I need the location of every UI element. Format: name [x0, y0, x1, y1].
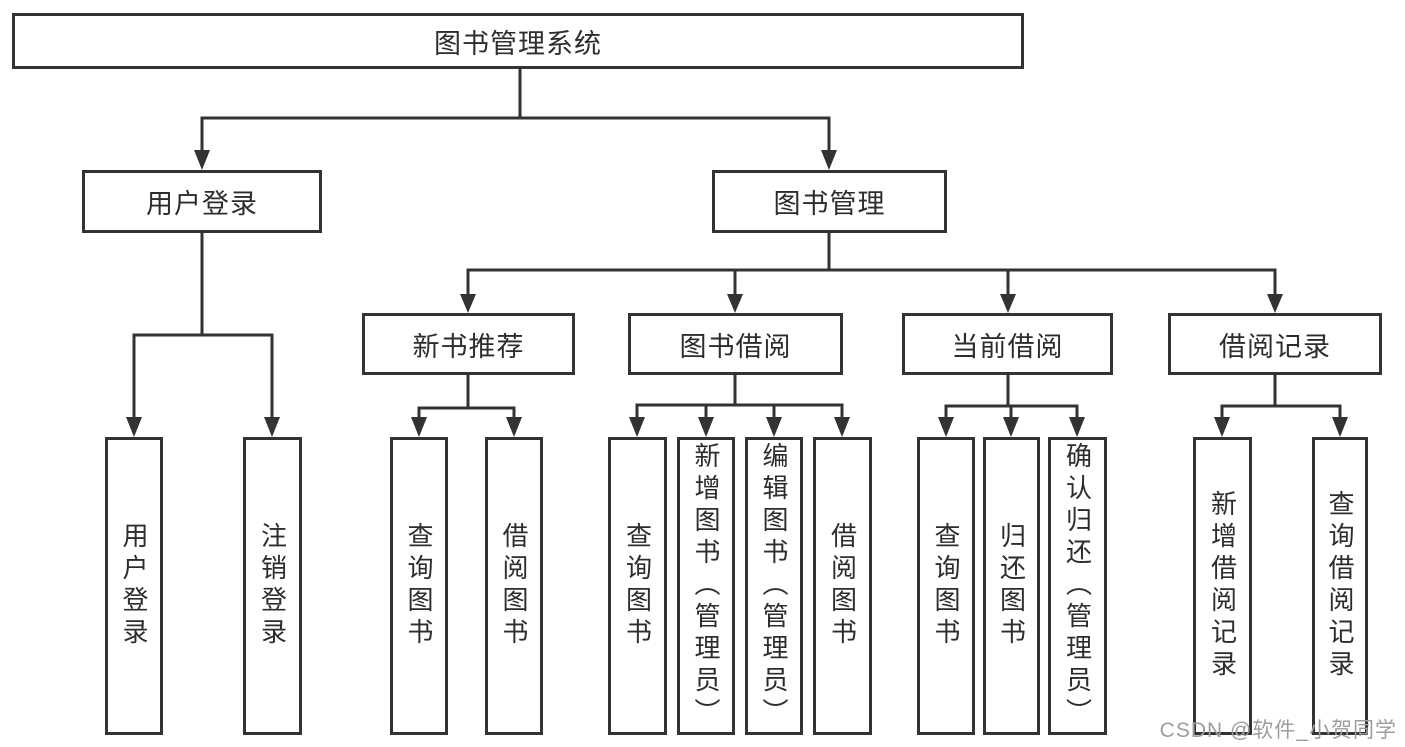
leaf-add-books-admin: 新增图书（管理员） [677, 437, 735, 735]
leaf-recommend-query-books: 查询图书 [390, 437, 448, 735]
leaf-confirm-return-admin-label: 确认归还（管理员） [1062, 442, 1093, 730]
arrowheads [126, 150, 1348, 437]
node-current-borrow-label: 当前借阅 [951, 331, 1064, 362]
arrowhead [834, 417, 850, 437]
leaf-confirm-return-admin: 确认归还（管理员） [1048, 437, 1107, 735]
leaf-current-query-books-label: 查询图书 [931, 522, 961, 650]
leaf-borrow-query-books: 查询图书 [608, 437, 667, 735]
leaf-recommend-query-books-label: 查询图书 [404, 522, 434, 650]
leaf-query-borrow-record: 查询借阅记录 [1312, 437, 1368, 735]
arrowhead [506, 417, 522, 437]
node-new-book-recommend: 新书推荐 [362, 313, 575, 375]
connector-borrow-record-group [1220, 375, 1342, 421]
connector-current-borrow-group [944, 375, 1079, 421]
leaf-recommend-borrow-books-label: 借阅图书 [499, 522, 529, 650]
leaf-add-books-admin-label: 新增图书（管理员） [691, 442, 721, 730]
leaf-query-borrow-record-label: 查询借阅记录 [1325, 490, 1355, 682]
node-book-borrow-label: 图书借阅 [679, 331, 792, 362]
arrowhead [264, 417, 280, 437]
arrowhead [821, 150, 837, 170]
arrowhead [126, 417, 142, 437]
node-borrow-records-label: 借阅记录 [1219, 331, 1331, 362]
node-book-management: 图书管理 [712, 170, 947, 233]
arrowhead [194, 150, 210, 170]
node-user-login-label: 用户登录 [146, 189, 258, 219]
arrowhead [1267, 294, 1283, 313]
arrowhead [938, 417, 954, 437]
leaf-add-borrow-record-label: 新增借阅记录 [1207, 490, 1238, 682]
arrowhead [727, 294, 743, 313]
leaf-current-query-books: 查询图书 [917, 437, 975, 735]
leaf-add-borrow-record: 新增借阅记录 [1193, 437, 1252, 735]
leaf-return-books-label: 归还图书 [996, 522, 1027, 650]
node-root-label: 图书管理系统 [434, 28, 602, 59]
watermark: CSDN @软件_小贺同学 [1159, 719, 1397, 742]
connector-level2-rail [200, 116, 831, 154]
connector-user-login-branch [132, 233, 274, 421]
arrowhead [766, 417, 782, 437]
leaf-recommend-borrow-books: 借阅图书 [485, 437, 543, 735]
arrowhead [1214, 417, 1230, 437]
node-book-management-label: 图书管理 [773, 189, 886, 219]
connector-book-mgmt-rail [466, 233, 1277, 297]
arrowhead [1000, 294, 1016, 313]
node-borrow-records: 借阅记录 [1168, 313, 1382, 375]
leaf-logout-label: 注销登录 [257, 522, 288, 650]
leaf-borrow-query-books-label: 查询图书 [622, 522, 653, 650]
node-current-borrow: 当前借阅 [902, 313, 1113, 375]
arrowhead [1003, 417, 1019, 437]
leaf-borrow-books-label: 借阅图书 [827, 522, 858, 650]
leaf-user-login: 用户登录 [105, 437, 163, 735]
arrowhead [1069, 417, 1085, 437]
leaf-user-login-label: 用户登录 [119, 522, 149, 650]
connector-recommend-group [417, 375, 516, 421]
arrowhead [411, 417, 427, 437]
node-user-login: 用户登录 [82, 170, 322, 233]
node-root: 图书管理系统 [12, 13, 1024, 69]
leaf-return-books: 归还图书 [983, 437, 1040, 735]
leaf-logout: 注销登录 [243, 437, 302, 735]
connector-book-borrow-group [635, 375, 844, 421]
leaf-borrow-books: 借阅图书 [813, 437, 872, 735]
node-book-borrow: 图书借阅 [628, 313, 843, 375]
arrowhead [629, 417, 645, 437]
arrowhead [460, 294, 476, 313]
leaf-edit-books-admin: 编辑图书（管理员） [745, 437, 803, 735]
arrowhead [698, 417, 714, 437]
node-new-book-recommend-label: 新书推荐 [412, 331, 525, 362]
arrowhead [1332, 417, 1348, 437]
leaf-edit-books-admin-label: 编辑图书（管理员） [759, 442, 789, 730]
